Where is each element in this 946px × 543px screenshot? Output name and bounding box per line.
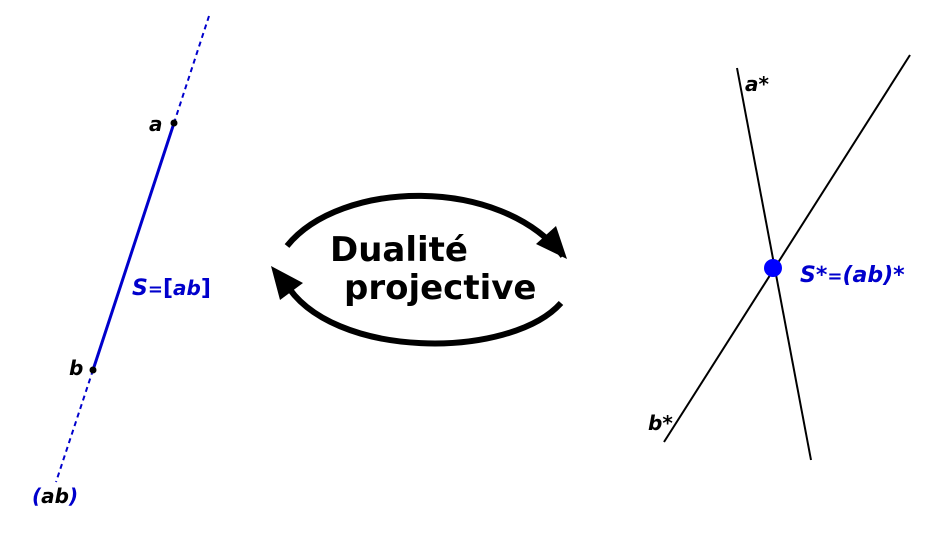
point-b (89, 366, 97, 374)
point-s-star-label: S*=(ab)* (800, 263, 905, 288)
duality-title-line2: projective (344, 268, 536, 308)
point-s-star-label-rest: (ab)* (842, 263, 905, 288)
segment-ab (91, 122, 176, 371)
point-s-star (764, 259, 782, 277)
segment-label-open: [ (163, 276, 173, 301)
duality-title-line1: Dualité (330, 230, 468, 270)
point-b-label: b (69, 356, 83, 380)
point-a-label: a (149, 112, 163, 136)
line-label: (ab) (32, 484, 78, 508)
line-label-close: ) (68, 484, 78, 508)
arrow-bottom (282, 280, 564, 347)
arrow-top (284, 192, 566, 258)
segment-label-close: ] (201, 276, 211, 301)
point-s-star-label-eq: = (827, 266, 842, 287)
right-figure: a* b* S*=(ab)* (648, 54, 911, 461)
arrow-bottom-head (271, 266, 303, 300)
segment-label-eq: = (148, 279, 163, 300)
line-ab-dashed-top (173, 15, 210, 124)
line-b-star (663, 54, 911, 443)
segment-label-s: S (132, 276, 148, 301)
line-b-star-label: b* (648, 411, 673, 435)
left-figure: a b S=[ab] (ab) (32, 15, 211, 508)
line-a-star-label: a* (745, 72, 769, 96)
segment-label: S=[ab] (132, 276, 211, 301)
segment-label-ab: ab (173, 276, 201, 300)
arrow-top-head (536, 226, 567, 259)
line-ab-dashed-bottom (55, 369, 94, 483)
duality-arrows: Dualité projective (271, 192, 567, 347)
line-label-open: ( (32, 484, 42, 508)
point-a (170, 119, 178, 127)
point-s-star-label-s: S* (800, 263, 828, 288)
line-label-ab: ab (41, 484, 69, 508)
